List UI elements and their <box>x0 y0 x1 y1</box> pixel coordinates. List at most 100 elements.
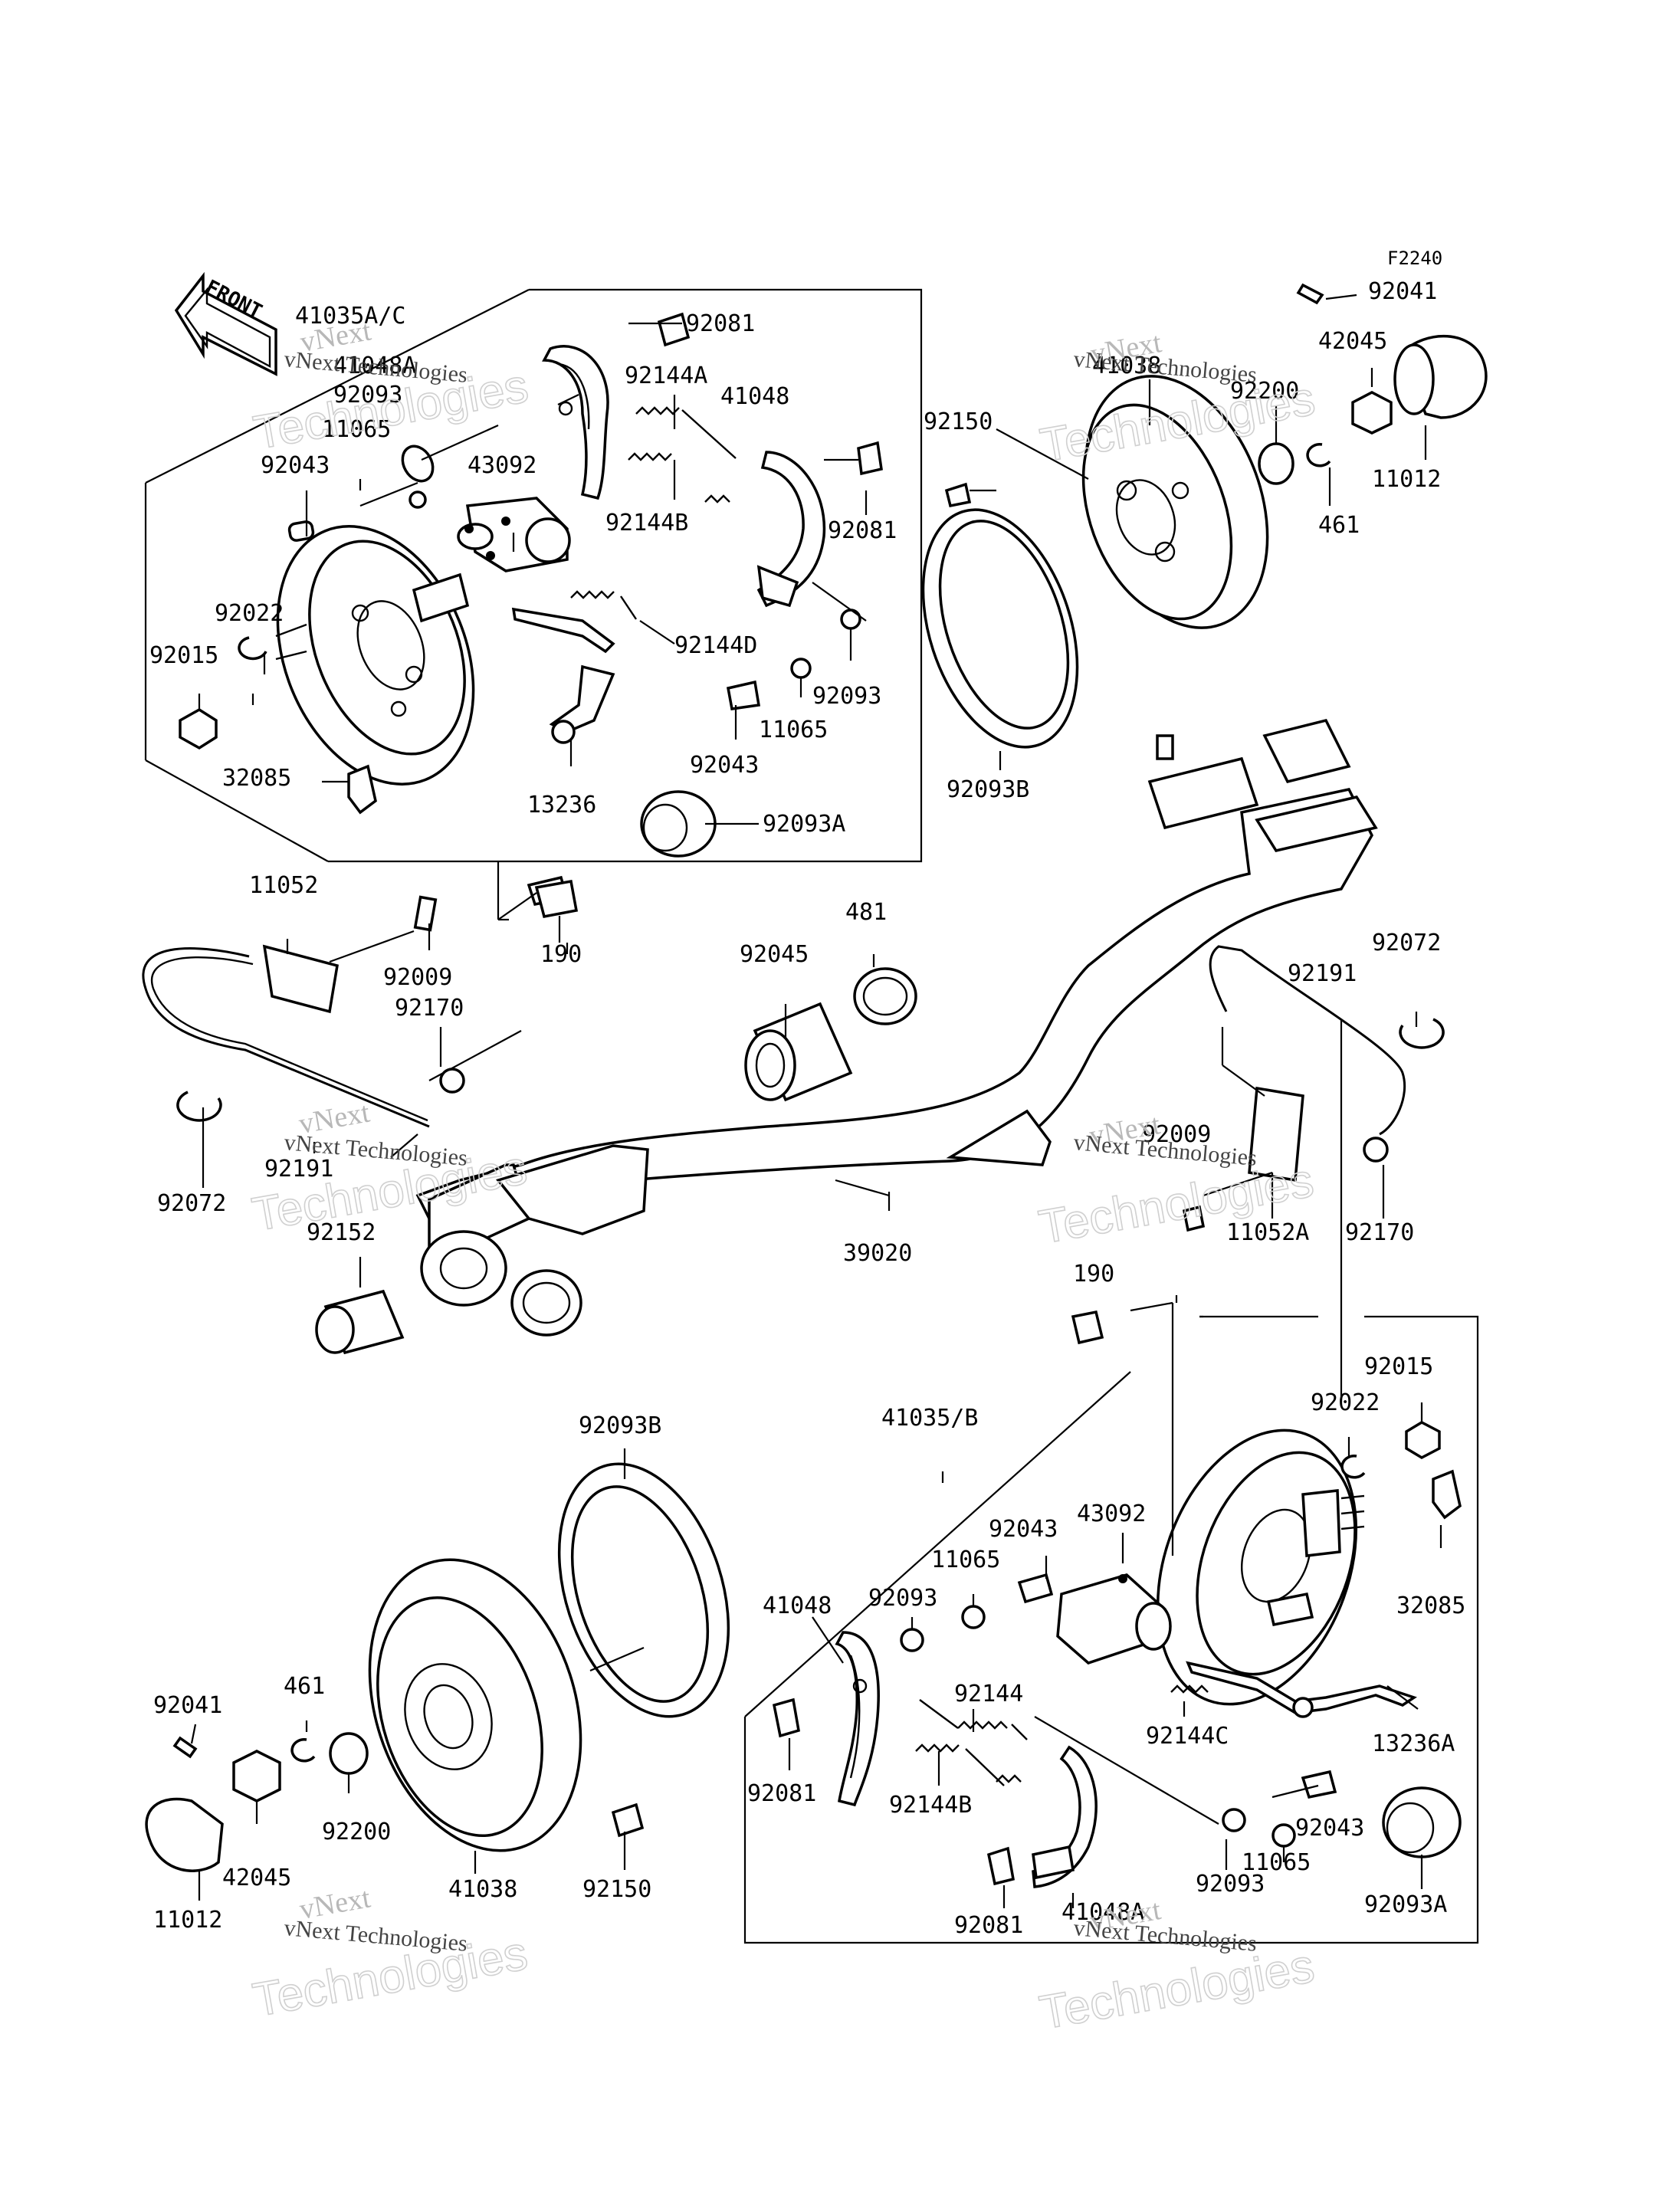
label-92150: 92150 <box>924 408 993 435</box>
label-92043: 92043 <box>690 752 759 779</box>
label-92200: 92200 <box>322 1819 391 1845</box>
springs-top <box>570 406 737 620</box>
label-11065: 11065 <box>322 416 391 443</box>
leader-lines <box>190 294 1442 1908</box>
label-92144A: 92144A <box>625 362 707 389</box>
label-43092: 43092 <box>468 452 536 479</box>
hub-parts-top-right <box>944 283 1488 508</box>
label-92150: 92150 <box>582 1876 651 1903</box>
label-43092: 43092 <box>1077 1501 1146 1527</box>
label-92144: 92144 <box>954 1681 1023 1707</box>
label-11012: 11012 <box>153 1907 222 1934</box>
group-boundaries <box>144 288 1479 1944</box>
label-13236: 13236 <box>527 792 596 818</box>
label-41038: 41038 <box>1092 353 1161 379</box>
label-92022: 92022 <box>1311 1389 1380 1416</box>
label-11065: 11065 <box>931 1547 1000 1573</box>
adjuster-lever-left <box>511 607 615 744</box>
label-32085: 32085 <box>222 765 291 792</box>
label-41038: 41038 <box>448 1876 517 1903</box>
snap-ring-481 <box>853 967 917 1025</box>
watermark-caption-bottom-left: vNext Technologies <box>283 1915 468 1957</box>
label-41048: 41048 <box>763 1593 832 1619</box>
label-461: 461 <box>1318 512 1360 539</box>
seal-ring-top <box>921 508 1079 749</box>
label-92043: 92043 <box>989 1516 1058 1543</box>
wheel-cylinder-left <box>457 497 571 572</box>
label-92022: 92022 <box>215 600 284 627</box>
clips-top <box>347 312 883 815</box>
label-92009: 92009 <box>383 964 452 991</box>
label-92191: 92191 <box>1288 960 1357 987</box>
label-92041: 92041 <box>153 1692 222 1719</box>
label-92081: 92081 <box>686 310 755 337</box>
label-39020: 39020 <box>843 1240 912 1267</box>
brake-shoe-bottom-a <box>835 1631 880 1807</box>
label-11012: 11012 <box>1372 466 1441 493</box>
label-92144B: 92144B <box>889 1792 972 1819</box>
label-92093: 92093 <box>812 683 881 710</box>
label-92072: 92072 <box>1372 930 1441 956</box>
label-11065: 11065 <box>759 717 828 743</box>
hub-parts-bottom-left <box>145 1732 645 1872</box>
small-parts-bottom-right <box>772 1420 1462 1886</box>
axle-housing <box>415 718 1378 1337</box>
label-11065: 11065 <box>1242 1849 1311 1876</box>
watermark-bottom-right: vNext Technologies <box>1035 1894 1319 2040</box>
drum-top-right <box>1081 375 1269 629</box>
label-F2240: F2240 <box>1387 248 1442 269</box>
label-11052A: 11052A <box>1226 1219 1309 1246</box>
bushing-92152 <box>315 1289 405 1355</box>
label-92200: 92200 <box>1230 378 1299 405</box>
label-92144B: 92144B <box>605 510 688 536</box>
label-41048: 41048 <box>720 383 789 410</box>
label-92072: 92072 <box>157 1190 226 1217</box>
label-32085: 32085 <box>1396 1593 1465 1619</box>
label-92081: 92081 <box>747 1780 816 1807</box>
bearing-92045 <box>744 1002 853 1102</box>
part-labels: 41035A/C 41048A 92081 92093 11065 92043 … <box>149 248 1465 1939</box>
label-92043: 92043 <box>261 452 330 479</box>
brake-hoses <box>142 895 1445 1183</box>
svg-text:Technologies: Technologies <box>1035 1940 1317 2040</box>
label-92152: 92152 <box>307 1219 376 1246</box>
label-92093A: 92093A <box>1364 1891 1447 1918</box>
drum-bottom-left <box>368 1558 582 1852</box>
label-42045: 42045 <box>1318 328 1387 355</box>
label-92009: 92009 <box>1142 1121 1211 1148</box>
brake-panel-right <box>1156 1429 1365 1706</box>
bolts-middle <box>534 879 1206 1345</box>
seal-ring-bottom <box>557 1462 730 1718</box>
label-41035-B: 41035/B <box>881 1405 978 1432</box>
label-92041: 92041 <box>1368 278 1437 305</box>
brake-shoe-bottom-b <box>1032 1745 1098 1888</box>
label-92191: 92191 <box>264 1156 333 1183</box>
label-92045: 92045 <box>740 941 809 968</box>
label-92093: 92093 <box>1196 1871 1265 1898</box>
label-92144D: 92144D <box>674 632 757 659</box>
label-92093A: 92093A <box>763 811 845 838</box>
label-461: 461 <box>284 1673 325 1700</box>
label-92144C: 92144C <box>1146 1723 1229 1750</box>
brake-shoe-top-b <box>756 451 826 608</box>
label-92015: 92015 <box>1364 1353 1433 1380</box>
front-arrow-icon: FRONT <box>174 271 277 376</box>
label-481: 481 <box>845 899 887 926</box>
wheel-cylinder-right <box>1056 1573 1172 1665</box>
label-13236A: 13236A <box>1372 1730 1455 1757</box>
label-92170: 92170 <box>395 995 464 1022</box>
label-92081: 92081 <box>828 517 897 544</box>
springs-bottom <box>915 1684 1209 1786</box>
label-92015: 92015 <box>149 642 218 669</box>
label-190: 190 <box>1073 1261 1114 1287</box>
label-190: 190 <box>540 941 582 968</box>
label-92170: 92170 <box>1345 1219 1414 1246</box>
watermark-caption-bottom-right: vNext Technologies <box>1072 1915 1258 1957</box>
label-92043: 92043 <box>1295 1815 1364 1842</box>
brake-shoe-top-a <box>542 345 609 500</box>
label-92081: 92081 <box>954 1912 1023 1939</box>
label-41035A-C: 41035A/C <box>295 303 406 330</box>
label-92093: 92093 <box>333 382 402 408</box>
